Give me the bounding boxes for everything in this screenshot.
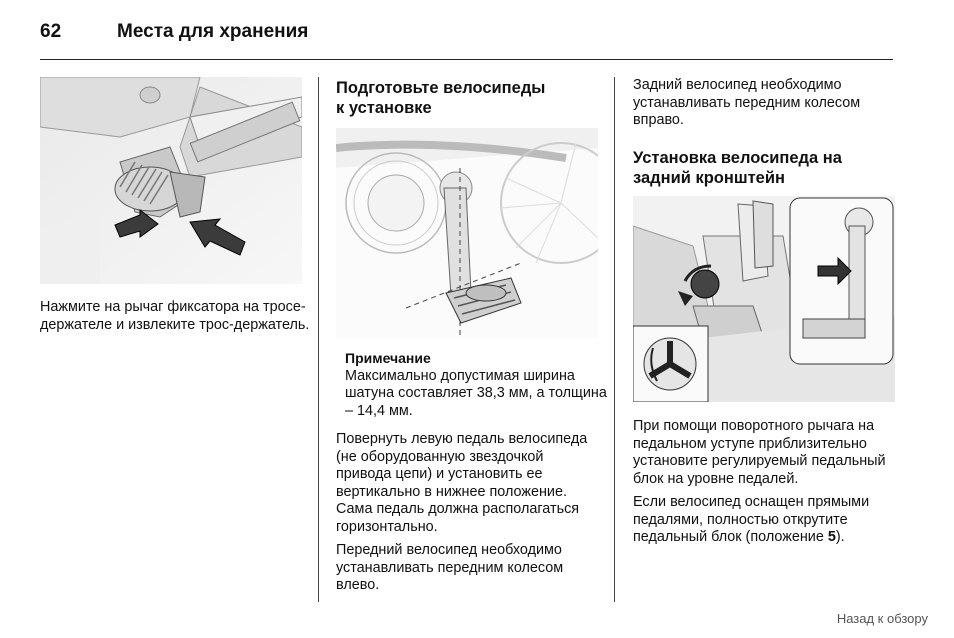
note-block: Примечание Максимально допустимая ширина… — [345, 350, 607, 420]
col2-heading: Подготовьте велосипеды к установке — [336, 78, 598, 118]
col3-paragraph-2: Если велосипед оснащен прямыми педалями,… — [633, 494, 898, 547]
col3-paragraph-2-end: ). — [835, 529, 845, 545]
rear-bracket-illustration — [633, 196, 895, 402]
col1-text: Нажмите на рычаг фиксатора на тросе-держ… — [40, 299, 310, 340]
col3-heading-line1: Установка велосипеда на — [633, 148, 842, 167]
col3-text-bottom: При помощи поворотного рычага на педальн… — [633, 418, 898, 553]
pedal-position-illustration — [336, 128, 598, 338]
crank-pedal-drawing — [336, 128, 598, 338]
col3-intro: Задний велосипед необходимо устанавливат… — [633, 77, 861, 128]
col2-heading-line1: Подготовьте велосипеды — [336, 79, 546, 97]
col2-paragraph-1: Повернуть левую педаль велосипеда (не об… — [336, 431, 588, 535]
col2-text: Повернуть левую педаль велосипеда (не об… — [336, 431, 600, 601]
pedal-block-drawing — [633, 196, 895, 402]
col2-paragraph-2: Передний велосипед необходимо устанавлив… — [336, 542, 564, 593]
col3-paragraph-1: При помощи поворотного рычага на педальн… — [633, 418, 886, 487]
position-number: 5 — [827, 529, 836, 545]
column-divider-2 — [614, 77, 615, 602]
note-text: Максимально допустимая ширина шатуна сос… — [345, 367, 607, 419]
release-lever-drawing — [40, 77, 302, 284]
col2-heading-line2: к установке — [336, 99, 432, 117]
col3-heading-line2: задний кронштейн — [633, 168, 785, 187]
note-title: Примечание — [345, 350, 431, 366]
bike-carrier-release-illustration — [40, 77, 302, 284]
back-to-overview-link[interactable]: Назад к обзору — [836, 611, 928, 626]
col3-text-top: Задний велосипед необходимо устанавливат… — [633, 77, 895, 188]
page-number: 62 — [40, 21, 62, 42]
col3-paragraph-2-text: Если велосипед оснащен прямыми педалями,… — [633, 494, 870, 545]
col1-paragraph: Нажмите на рычаг фиксатора на тросе-держ… — [40, 299, 310, 333]
page-title: Места для хранения — [117, 21, 309, 42]
header-divider — [40, 59, 893, 60]
column-divider-1 — [318, 77, 319, 602]
